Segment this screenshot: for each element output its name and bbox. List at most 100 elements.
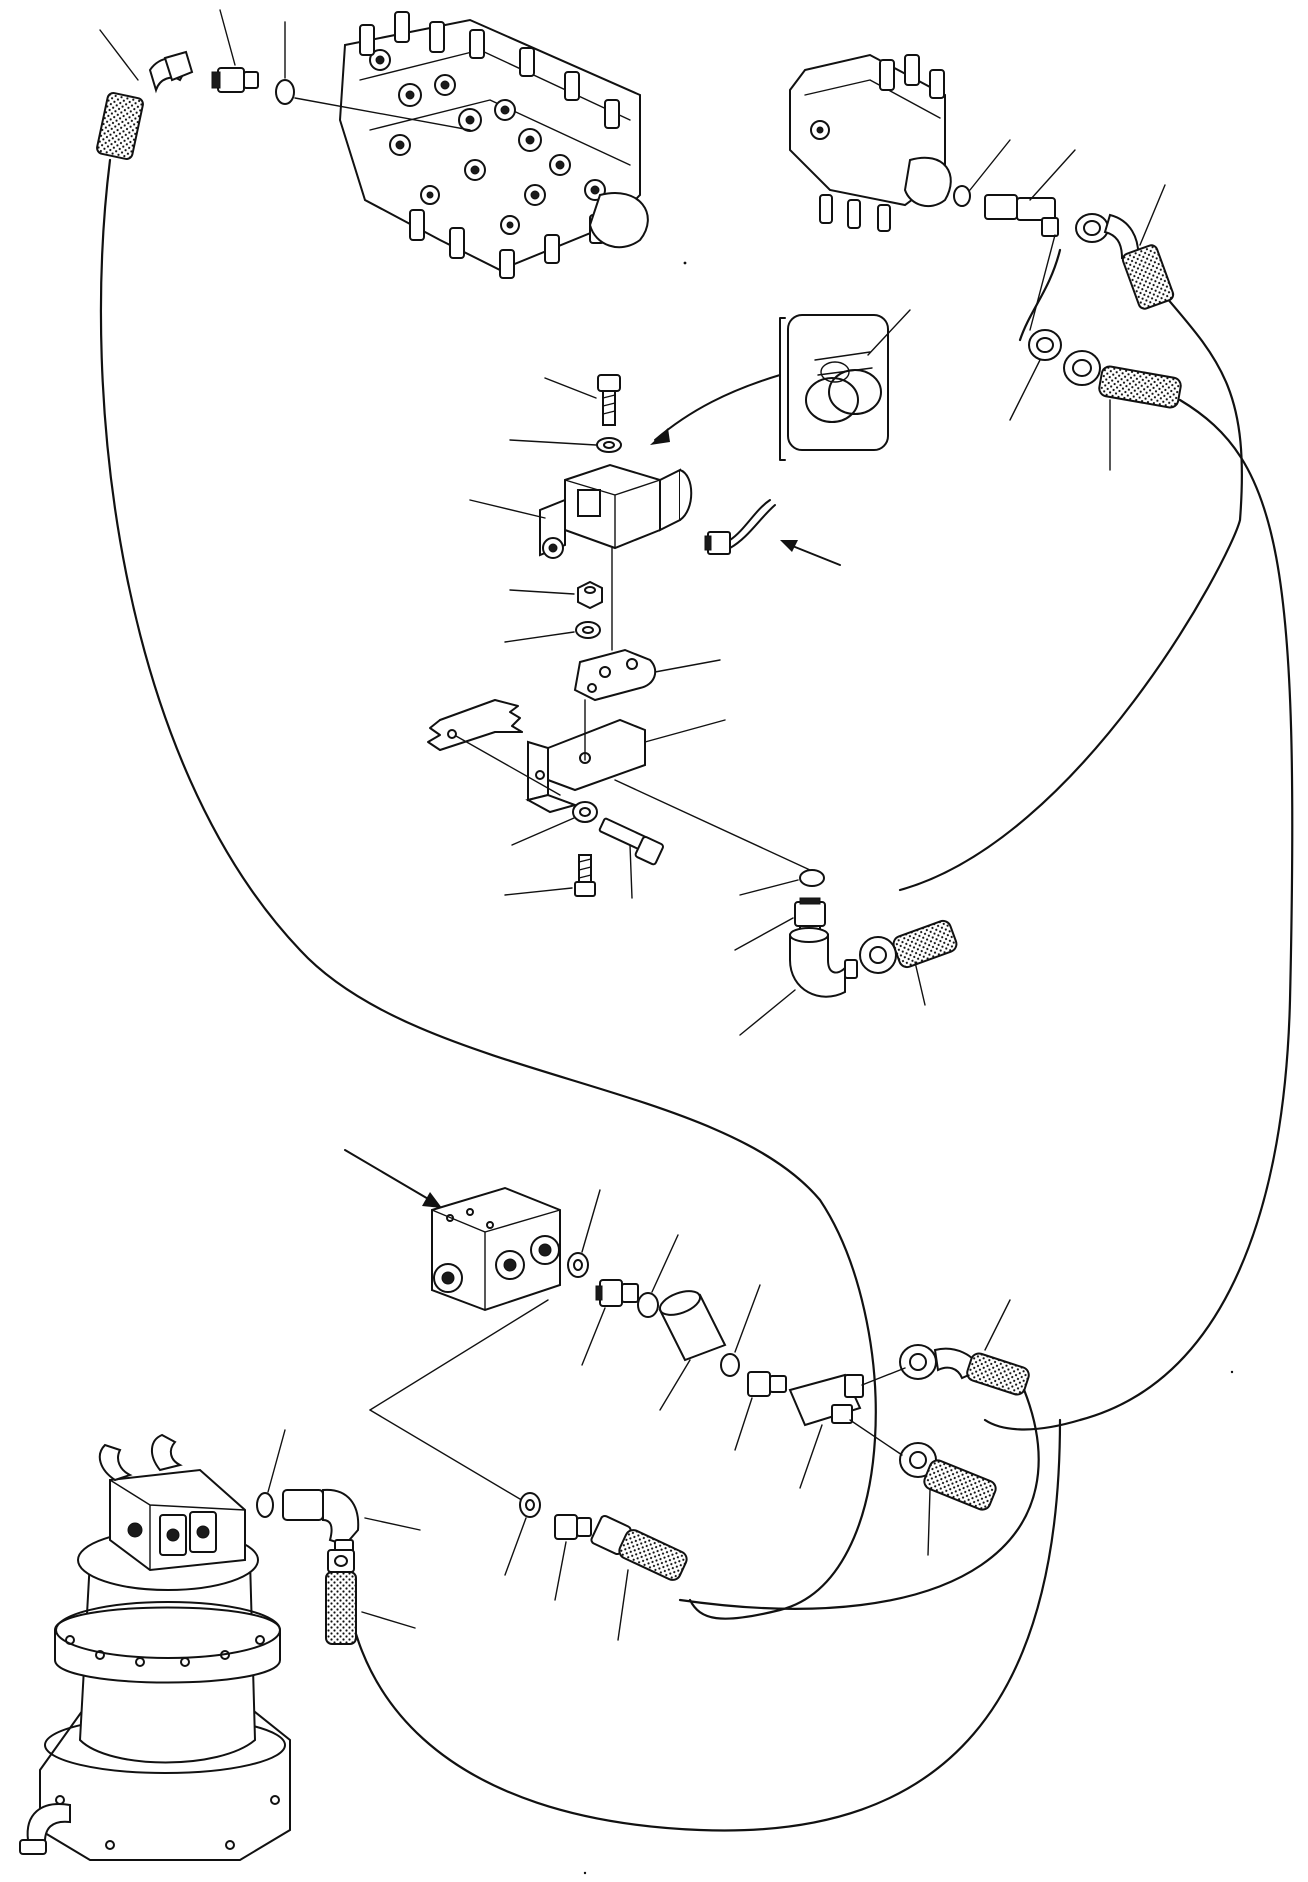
leader-tr-2 bbox=[1030, 150, 1075, 200]
o-ring-center bbox=[800, 870, 824, 886]
o-ring-top-right bbox=[954, 186, 970, 206]
mounting-plate bbox=[575, 650, 655, 700]
washer-block-1 bbox=[568, 1253, 588, 1277]
leader-hose-center bbox=[915, 962, 925, 1005]
wall-section bbox=[428, 700, 522, 750]
leader-tr-1 bbox=[970, 140, 1010, 190]
leader-bracket bbox=[645, 720, 725, 742]
leader-adapter-lower bbox=[555, 1542, 566, 1600]
leader-tee-block bbox=[800, 1425, 822, 1488]
elbow-fitting-motor bbox=[283, 1490, 358, 1554]
leader-hose-motor bbox=[362, 1612, 415, 1628]
symbol-decal bbox=[780, 315, 888, 460]
lock-washer bbox=[576, 622, 600, 638]
adapter-block-2 bbox=[748, 1372, 786, 1396]
leader-tl-1 bbox=[100, 30, 138, 80]
leader-hose-lower bbox=[618, 1570, 628, 1640]
hose-nut-motor bbox=[328, 1550, 354, 1572]
leader-nut bbox=[510, 590, 574, 594]
hose-sleeve-top-right bbox=[1121, 244, 1175, 311]
hose-nut-top-right bbox=[1076, 214, 1108, 242]
decal-arrow-head bbox=[650, 428, 670, 445]
block-arrow bbox=[345, 1150, 430, 1200]
o-ring-block-1 bbox=[638, 1293, 658, 1317]
swing-motor bbox=[20, 1435, 290, 1860]
leader-o-ring-motor bbox=[268, 1430, 285, 1492]
leader-tube bbox=[660, 1360, 690, 1410]
elbow-top-right bbox=[1105, 215, 1138, 260]
leader-o-ring-block-2 bbox=[735, 1285, 760, 1352]
hose-sleeve-lower bbox=[617, 1527, 689, 1582]
hose-sleeve-right-3 bbox=[1098, 365, 1182, 408]
leader-tr-4 bbox=[1010, 360, 1040, 420]
washer-lower bbox=[520, 1493, 540, 1517]
leader-bolt-top bbox=[545, 378, 596, 398]
adapter-lower bbox=[555, 1515, 591, 1539]
hose-nut-block-upper bbox=[900, 1345, 936, 1379]
guide-line-tr bbox=[1030, 235, 1055, 330]
nut bbox=[578, 582, 602, 608]
connector-arrow bbox=[790, 545, 840, 565]
leader-block-lower bbox=[928, 1490, 930, 1555]
hose-center-loop bbox=[680, 1380, 1039, 1609]
hose-end-right-3 bbox=[1064, 351, 1100, 385]
washer-top-hole bbox=[604, 442, 614, 448]
o-ring-motor bbox=[257, 1493, 273, 1517]
scan-specks bbox=[583, 261, 1234, 1875]
hose-end-right-2 bbox=[1029, 330, 1061, 360]
leader-washer-bracket bbox=[512, 818, 574, 845]
elbow-fitting-center bbox=[790, 928, 857, 997]
guide-line-bracket-fitting bbox=[615, 780, 810, 870]
hose-nut-center bbox=[860, 937, 896, 973]
hose-sleeve-motor bbox=[326, 1572, 356, 1644]
block-arrow-head bbox=[422, 1192, 442, 1208]
washer-bracket-hole bbox=[580, 808, 590, 816]
leader-washer-lower bbox=[505, 1518, 526, 1575]
leader-adapter-block-2 bbox=[735, 1398, 752, 1450]
electrical-connector bbox=[705, 500, 775, 554]
leader-adapter-block-1 bbox=[582, 1308, 605, 1365]
decal-arrow bbox=[655, 375, 780, 440]
washer-lower-hole bbox=[526, 1500, 534, 1510]
leader-o-ring-block-1 bbox=[652, 1235, 678, 1292]
valve-ports bbox=[370, 50, 605, 234]
guide-line-tee-lower bbox=[850, 1420, 902, 1455]
leader-o-ring-center bbox=[740, 880, 798, 895]
leader-tr-3 bbox=[1140, 185, 1165, 245]
washer-bracket bbox=[573, 802, 597, 822]
hose-right-upper-link bbox=[1020, 250, 1060, 340]
leader-elbow-motor bbox=[365, 1518, 420, 1530]
guide-line-tl bbox=[295, 98, 470, 130]
o-ring-block-2 bbox=[721, 1354, 739, 1376]
bolt-bottom bbox=[575, 855, 595, 896]
tee-fitting-top-right bbox=[985, 195, 1058, 236]
hose-sleeve-block-upper bbox=[965, 1351, 1031, 1396]
guide-line-tee-upper bbox=[862, 1368, 905, 1385]
hose-sleeve-top-left bbox=[96, 92, 144, 160]
tee-fitting-block bbox=[790, 1375, 863, 1425]
leader-lock-washer bbox=[505, 632, 574, 642]
guide-line-wall bbox=[456, 736, 560, 795]
guide-line-block bbox=[370, 1300, 548, 1410]
hose-left-long bbox=[101, 160, 876, 1619]
leader-bolt-bracket bbox=[630, 845, 632, 898]
leader-bolt-bottom bbox=[505, 888, 572, 895]
bolt-bracket bbox=[599, 818, 664, 865]
hose-right-outer bbox=[985, 400, 1292, 1429]
solenoid-bolt-top bbox=[598, 375, 620, 425]
hose-lines bbox=[101, 160, 1292, 1831]
guide-line-block-2 bbox=[370, 1410, 530, 1505]
connector-arrow-head bbox=[780, 540, 798, 552]
hose-nut-block-lower bbox=[900, 1443, 936, 1477]
o-ring-top-left bbox=[276, 80, 294, 104]
leader-block-upper bbox=[985, 1300, 1010, 1350]
mounting-bracket bbox=[528, 700, 645, 812]
washer-block-1-hole bbox=[574, 1260, 582, 1270]
tube-spacer bbox=[657, 1286, 725, 1360]
auxiliary-control-valve bbox=[790, 55, 951, 231]
leader-solenoid bbox=[470, 500, 545, 518]
hose-sleeve-center bbox=[891, 919, 958, 970]
motor-bolts bbox=[56, 1636, 279, 1849]
solenoid-valve bbox=[540, 465, 691, 558]
